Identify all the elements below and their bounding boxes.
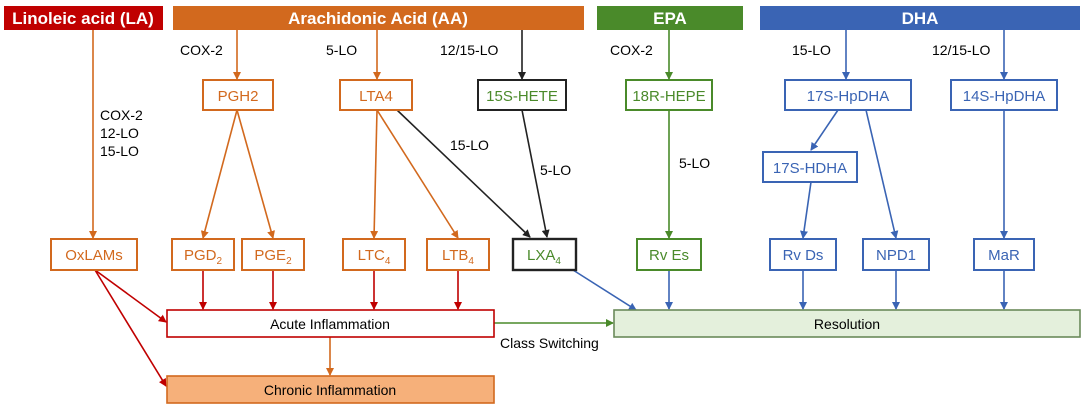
header-dha: DHA xyxy=(760,6,1080,30)
node-oxlams-label: OxLAMs xyxy=(65,247,123,264)
enzyme-aa-cox2: COX-2 xyxy=(180,42,223,58)
enzyme-dha-1215lo: 12/15-LO xyxy=(932,42,990,58)
node-14s-hpdha-label: 14S-HpDHA xyxy=(963,88,1046,105)
enzyme-dha-15lo: 15-LO xyxy=(792,42,831,58)
node-ltc4: LTC4 xyxy=(342,238,406,271)
node-lta4-label: LTA4 xyxy=(359,88,393,105)
outcome-acute-label: Acute Inflammation xyxy=(270,316,390,332)
header-aa-label: Arachidonic Acid (AA) xyxy=(288,9,468,28)
enzyme-epa-cox2: COX-2 xyxy=(610,42,653,58)
node-pgd2-label: PGD2 xyxy=(184,247,223,267)
arrow-lta4-ltb4 xyxy=(376,109,459,239)
header-la: Linoleic acid (LA) xyxy=(4,6,163,30)
node-14s-hpdha: 14S-HpDHA xyxy=(950,79,1058,111)
header-epa-label: EPA xyxy=(653,9,687,28)
outcome-chronic-label: Chronic Inflammation xyxy=(264,382,396,398)
node-15s-hete: 15S-HETE xyxy=(477,79,567,111)
node-npd1: NPD1 xyxy=(862,238,930,271)
enzyme-epa-5lo: 5-LO xyxy=(679,155,710,171)
enzyme-hete-5lo: 5-LO xyxy=(540,162,571,178)
node-rv-ds: Rv Ds xyxy=(769,238,837,271)
class-switching-label: Class Switching xyxy=(500,335,599,351)
header-aa: Arachidonic Acid (AA) xyxy=(173,6,584,30)
header-dha-label: DHA xyxy=(902,9,939,28)
arrow-lta4-lxa4 xyxy=(396,109,531,238)
node-rv-ds-label: Rv Ds xyxy=(783,247,824,264)
node-lta4: LTA4 xyxy=(339,79,413,111)
enzyme-la-15lo: 15-LO xyxy=(100,143,139,159)
outcome-acute-inflammation: Acute Inflammation xyxy=(166,309,495,338)
enzyme-aa-5lo: 5-LO xyxy=(326,42,357,58)
node-oxlams: OxLAMs xyxy=(50,238,138,271)
node-npd1-label: NPD1 xyxy=(876,247,916,264)
arrow-hpdha-hdha xyxy=(810,109,839,151)
arrows xyxy=(89,30,1008,387)
outcome-resolution-label: Resolution xyxy=(814,316,880,332)
node-mar: MaR xyxy=(973,238,1035,271)
node-pge2: PGE2 xyxy=(241,238,305,271)
outcome-chronic-inflammation: Chronic Inflammation xyxy=(166,375,495,404)
arrow-oxlams-chronic xyxy=(94,269,167,387)
node-15s-hete-label: 15S-HETE xyxy=(486,88,558,105)
enzyme-aa-1215lo: 12/15-LO xyxy=(440,42,498,58)
node-lxa4: LXA4 xyxy=(511,237,578,272)
node-17s-hpdha-label: 17S-HpDHA xyxy=(807,88,890,105)
node-18r-hepe-label: 18R-HEPE xyxy=(632,88,705,105)
enzyme-labels: COX-2 12-LO 15-LO COX-2 5-LO 12/15-LO 15… xyxy=(100,42,990,178)
outcome-resolution: Resolution xyxy=(613,309,1081,338)
arrow-lta4-ltc4 xyxy=(370,109,379,239)
node-17s-hdha-label: 17S-HDHA xyxy=(773,160,847,177)
arrow-hpdha-npd1 xyxy=(865,109,899,239)
node-17s-hpdha: 17S-HpDHA xyxy=(784,79,912,111)
arrow-pgh2-pgd2 xyxy=(200,109,238,239)
node-pge2-label: PGE2 xyxy=(254,247,292,267)
node-ltb4: LTB4 xyxy=(426,238,490,271)
node-pgh2-label: PGH2 xyxy=(218,88,259,105)
node-pgh2: PGH2 xyxy=(202,79,274,111)
arrow-lxa4-resolution xyxy=(572,269,637,311)
header-epa: EPA xyxy=(597,6,743,30)
enzyme-lta4-15lo: 15-LO xyxy=(450,137,489,153)
arrow-pgh2-pge2 xyxy=(236,109,275,239)
header-la-label: Linoleic acid (LA) xyxy=(12,9,154,28)
enzyme-la-12lo: 12-LO xyxy=(100,125,139,141)
arrow-hete-lxa4 xyxy=(521,109,550,238)
node-rv-es: Rv Es xyxy=(636,238,702,271)
node-ltb4-label: LTB4 xyxy=(442,247,474,267)
node-18r-hepe: 18R-HEPE xyxy=(625,79,713,111)
arrow-oxlams-acute xyxy=(94,269,167,323)
node-ltc4-label: LTC4 xyxy=(358,247,391,267)
enzyme-la-cox2: COX-2 xyxy=(100,107,143,123)
node-mar-label: MaR xyxy=(988,247,1020,264)
node-pgd2: PGD2 xyxy=(171,238,235,271)
arrow-hdha-rvds xyxy=(800,181,812,239)
node-rv-es-label: Rv Es xyxy=(649,247,689,264)
node-17s-hdha: 17S-HDHA xyxy=(762,151,858,183)
node-lxa4-label: LXA4 xyxy=(527,247,561,267)
